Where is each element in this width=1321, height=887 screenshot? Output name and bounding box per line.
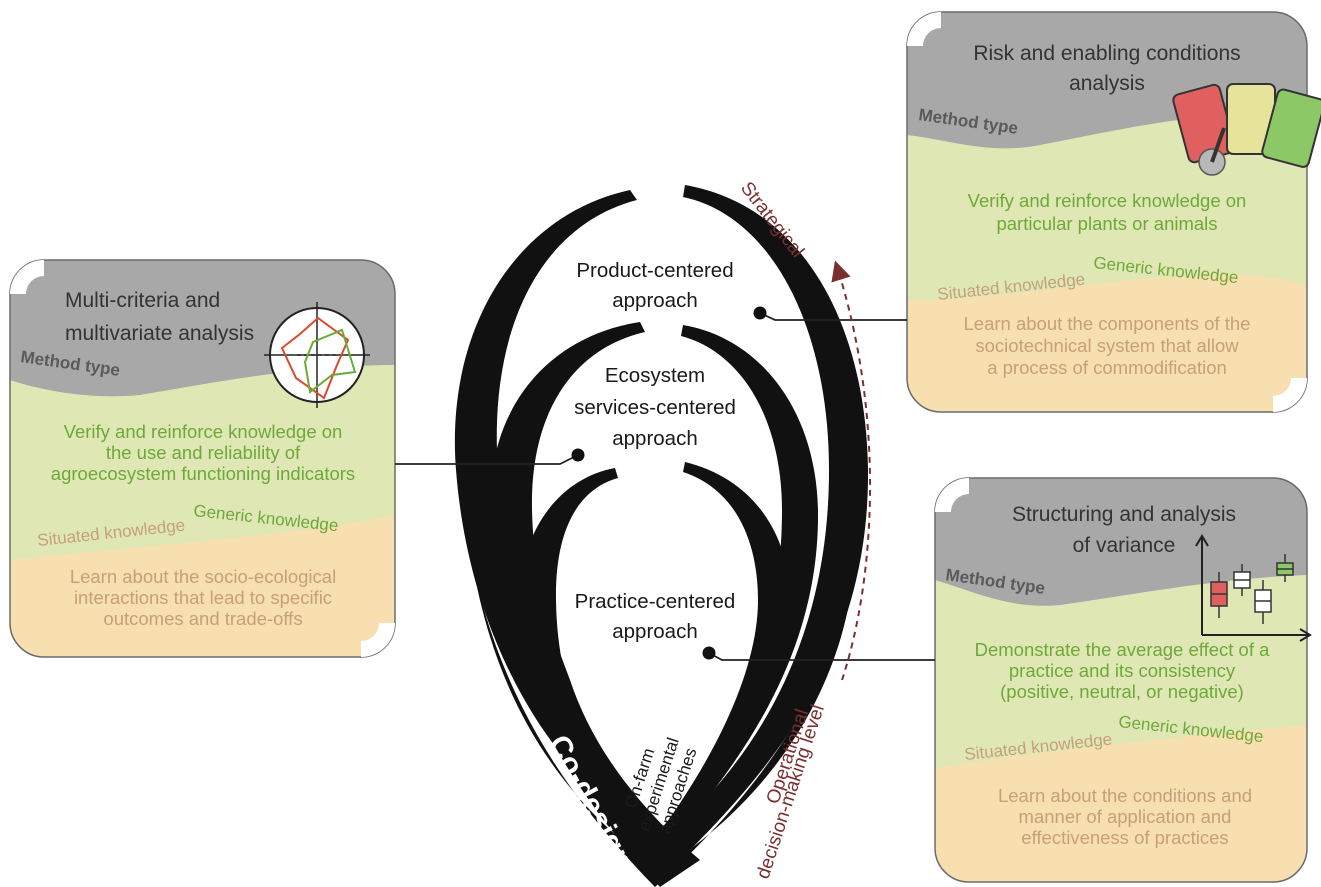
risk-analysis-card: Risk and enabling conditions analysis Me…	[906, 11, 1321, 413]
decision-level-arrow	[831, 260, 872, 681]
connector-dot-practice	[702, 646, 716, 660]
radar-chart-icon	[264, 302, 370, 408]
risk-card-title-line-1: Risk and enabling conditions	[973, 42, 1240, 65]
multi-criteria-card: Multi-criteria and multivariate analysis…	[9, 259, 396, 658]
risk-situated-text-line-2: sociotechnical system that allow	[975, 335, 1239, 356]
multi-situated-text-line-2: interactions that lead to specific	[74, 587, 332, 608]
outer-arch-left	[454, 190, 660, 830]
variance-card-title-line-1: Structuring and analysis	[1012, 503, 1236, 526]
middle-arch-left	[489, 322, 650, 830]
multi-card-title-line-2: multivariate analysis	[65, 322, 254, 345]
variance-situated-text-line-3: effectiveness of practices	[1021, 827, 1228, 848]
ecosystem-approach-label-line-1: Ecosystem	[605, 364, 705, 387]
connector-ecosystem-multi	[395, 454, 579, 465]
co-design-band	[505, 620, 700, 887]
multi-generic-text-line-1: Verify and reinforce knowledge on	[64, 421, 343, 442]
product-approach-label-line-1: Product-centered	[576, 259, 733, 282]
multi-card-title-line-1: Multi-criteria and	[65, 289, 220, 312]
connector-dot-product	[753, 306, 767, 320]
practice-approach-label-line-2: approach	[612, 620, 697, 643]
inner-arch-right	[650, 462, 790, 860]
variance-analysis-card: Structuring and analysis of variance Met…	[934, 477, 1312, 883]
risk-card-title-line-2: analysis	[1069, 72, 1145, 95]
connectors	[395, 306, 935, 661]
boxplot-icon	[1195, 534, 1312, 642]
variance-situated-text-line-1: Learn about the conditions and	[998, 785, 1252, 806]
multi-generic-text-line-3: agroecosystem functioning indicators	[51, 463, 355, 484]
multi-situated-text-line-1: Learn about the socio-ecological	[70, 566, 336, 587]
product-approach-label-line-2: approach	[612, 289, 697, 312]
multi-situated-text-line-3: outcomes and trade-offs	[103, 608, 302, 629]
multi-generic-text-line-2: the use and reliability of	[106, 442, 301, 463]
variance-generic-text-line-1: Demonstrate the average effect of a	[975, 639, 1271, 660]
ecosystem-approach-label-line-3: approach	[612, 427, 697, 450]
variance-card-title-line-2: of variance	[1073, 534, 1176, 557]
risk-generic-text-line-2: particular plants or animals	[996, 213, 1217, 234]
risk-generic-text-line-1: Verify and reinforce knowledge on	[968, 190, 1247, 211]
variance-generic-text-line-3: (positive, neutral, or negative)	[1000, 681, 1244, 702]
connector-dot-ecosystem	[571, 448, 585, 462]
practice-approach-label-line-1: Practice-centered	[575, 590, 736, 613]
co-design-arches	[454, 185, 869, 887]
variance-situated-text-line-2: manner of application and	[1019, 806, 1232, 827]
ecosystem-approach-label-line-2: services-centered	[574, 396, 736, 419]
gauge-icon	[1172, 83, 1321, 176]
variance-generic-text-line-2: practice and its consistency	[1009, 660, 1236, 681]
risk-situated-text-line-3: a process of commodification	[987, 357, 1227, 378]
outer-arch-right	[638, 185, 869, 880]
inner-arch-left	[520, 468, 650, 855]
risk-situated-text-line-1: Learn about the components of the	[964, 313, 1251, 334]
